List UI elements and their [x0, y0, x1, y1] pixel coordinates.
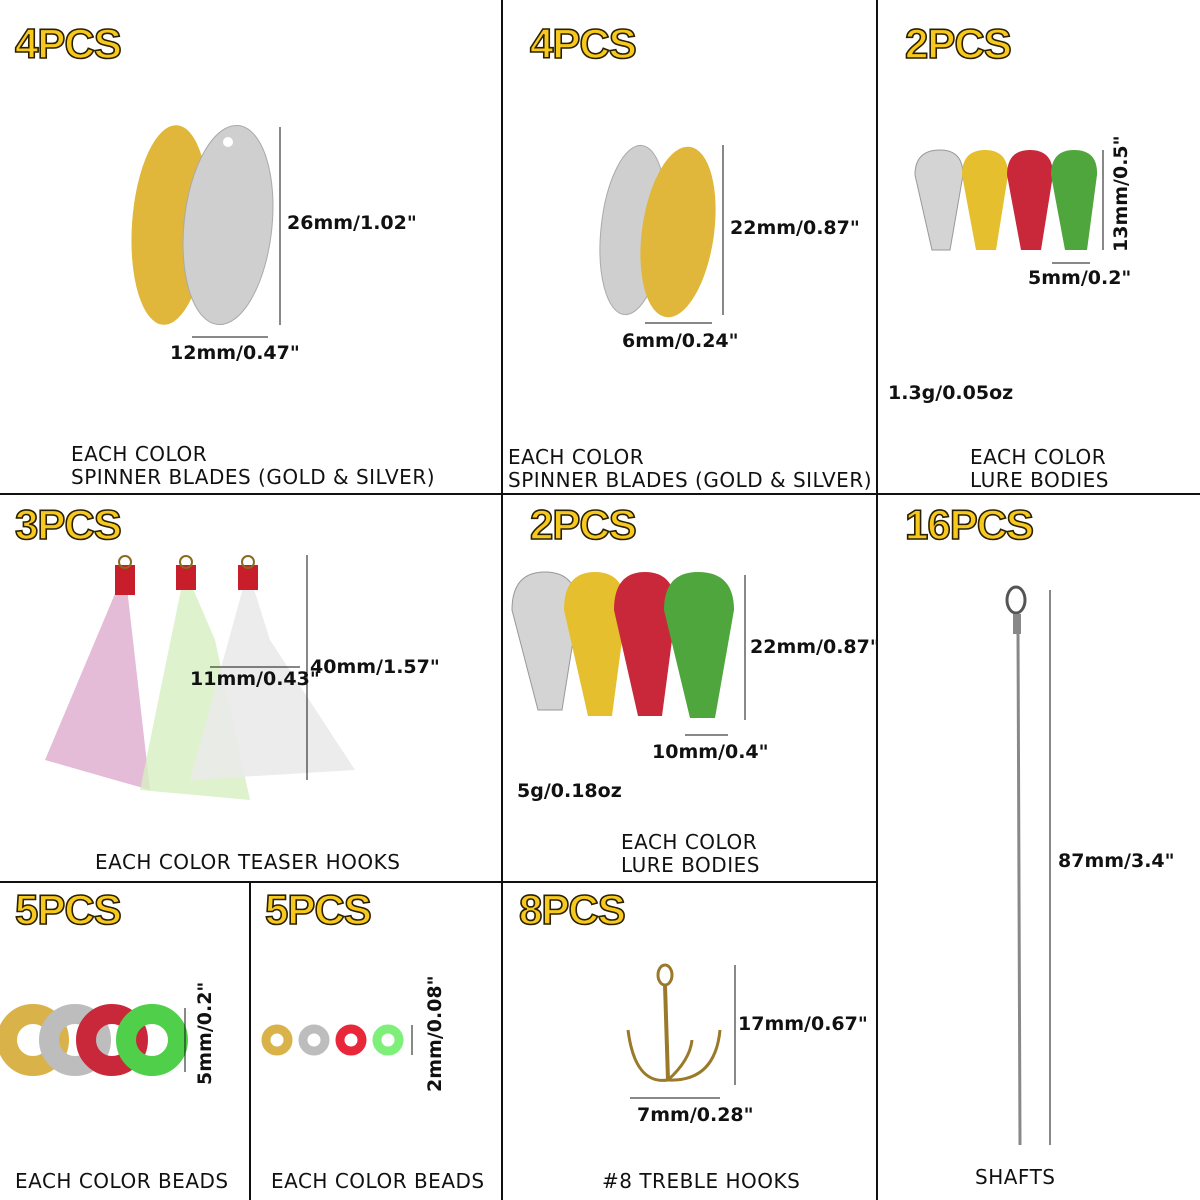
divider	[249, 882, 251, 1200]
width-dimension: 11mm/0.43"	[190, 668, 320, 690]
quantity-label: 5PCS	[264, 885, 372, 934]
width-dimension: 6mm/0.24"	[622, 330, 739, 352]
beads-image	[261, 1024, 413, 1056]
divider	[0, 881, 877, 883]
height-dimension: 26mm/1.02"	[287, 212, 417, 234]
width-dimension: 5mm/0.2"	[1028, 267, 1132, 289]
width-dimension: 7mm/0.28"	[637, 1104, 754, 1126]
caption-line: SPINNER BLADES (GOLD & SILVER)	[508, 468, 873, 492]
width-dimension: 10mm/0.4"	[652, 741, 769, 763]
quantity-label: 2PCS	[529, 500, 637, 549]
divider	[876, 0, 878, 1200]
height-dimension: 40mm/1.57"	[310, 656, 440, 678]
caption-line: SPINNER BLADES (GOLD & SILVER)	[71, 465, 436, 489]
caption-line: EACH COLOR	[508, 445, 645, 469]
weight-label: 1.3g/0.05oz	[888, 382, 1014, 404]
caption: #8 TREBLE HOOKS	[602, 1170, 800, 1193]
teaser-hooks-image	[45, 555, 355, 800]
divider	[501, 0, 503, 1200]
quantity-label: 3PCS	[14, 500, 122, 549]
spinner-blades-image	[131, 124, 281, 338]
caption-line: EACH COLOR BEADS	[15, 1169, 229, 1193]
caption-line: #8 TREBLE HOOKS	[602, 1169, 801, 1193]
treble-hook-image	[626, 963, 736, 1099]
spinner-blades-image	[599, 144, 724, 324]
shaft-image	[1005, 585, 1051, 1146]
divider	[0, 493, 1200, 495]
width-dimension: 12mm/0.47"	[170, 342, 300, 364]
height-dimension: 5mm/0.2"	[194, 981, 216, 1085]
caption-line: EACH COLOR	[621, 830, 758, 854]
caption: EACH COLOR BEADS	[15, 1170, 229, 1193]
caption: EACH COLOR BEADS	[271, 1170, 485, 1193]
caption: EACH COLOR TEASER HOOKS	[95, 851, 400, 874]
caption-line: EACH COLOR TEASER HOOKS	[95, 850, 401, 874]
quantity-label: 2PCS	[904, 19, 1012, 68]
caption-line: EACH COLOR	[71, 442, 208, 466]
caption-line: EACH COLOR	[970, 445, 1107, 469]
height-dimension: 2mm/0.08"	[424, 975, 446, 1092]
weight-label: 5g/0.18oz	[517, 780, 622, 802]
caption: SHAFTS	[975, 1166, 1055, 1189]
caption-line: SHAFTS	[975, 1165, 1056, 1189]
lure-bodies-image	[914, 149, 1104, 264]
caption-line: LURE BODIES	[970, 468, 1109, 492]
quantity-label: 4PCS	[14, 19, 122, 68]
quantity-label: 5PCS	[14, 885, 122, 934]
height-dimension: 22mm/0.87"	[730, 217, 860, 239]
height-dimension: 13mm/0.5"	[1110, 135, 1132, 252]
length-dimension: 87mm/3.4"	[1058, 850, 1175, 872]
height-dimension: 17mm/0.67"	[738, 1013, 868, 1035]
quantity-label: 16PCS	[904, 500, 1035, 549]
lure-bodies-image	[511, 571, 746, 736]
beads-image	[0, 1004, 188, 1076]
height-dimension: 22mm/0.87"	[750, 636, 880, 658]
caption-line: EACH COLOR BEADS	[271, 1169, 485, 1193]
quantity-label: 8PCS	[518, 885, 626, 934]
quantity-label: 4PCS	[529, 19, 637, 68]
caption-line: LURE BODIES	[621, 853, 760, 877]
